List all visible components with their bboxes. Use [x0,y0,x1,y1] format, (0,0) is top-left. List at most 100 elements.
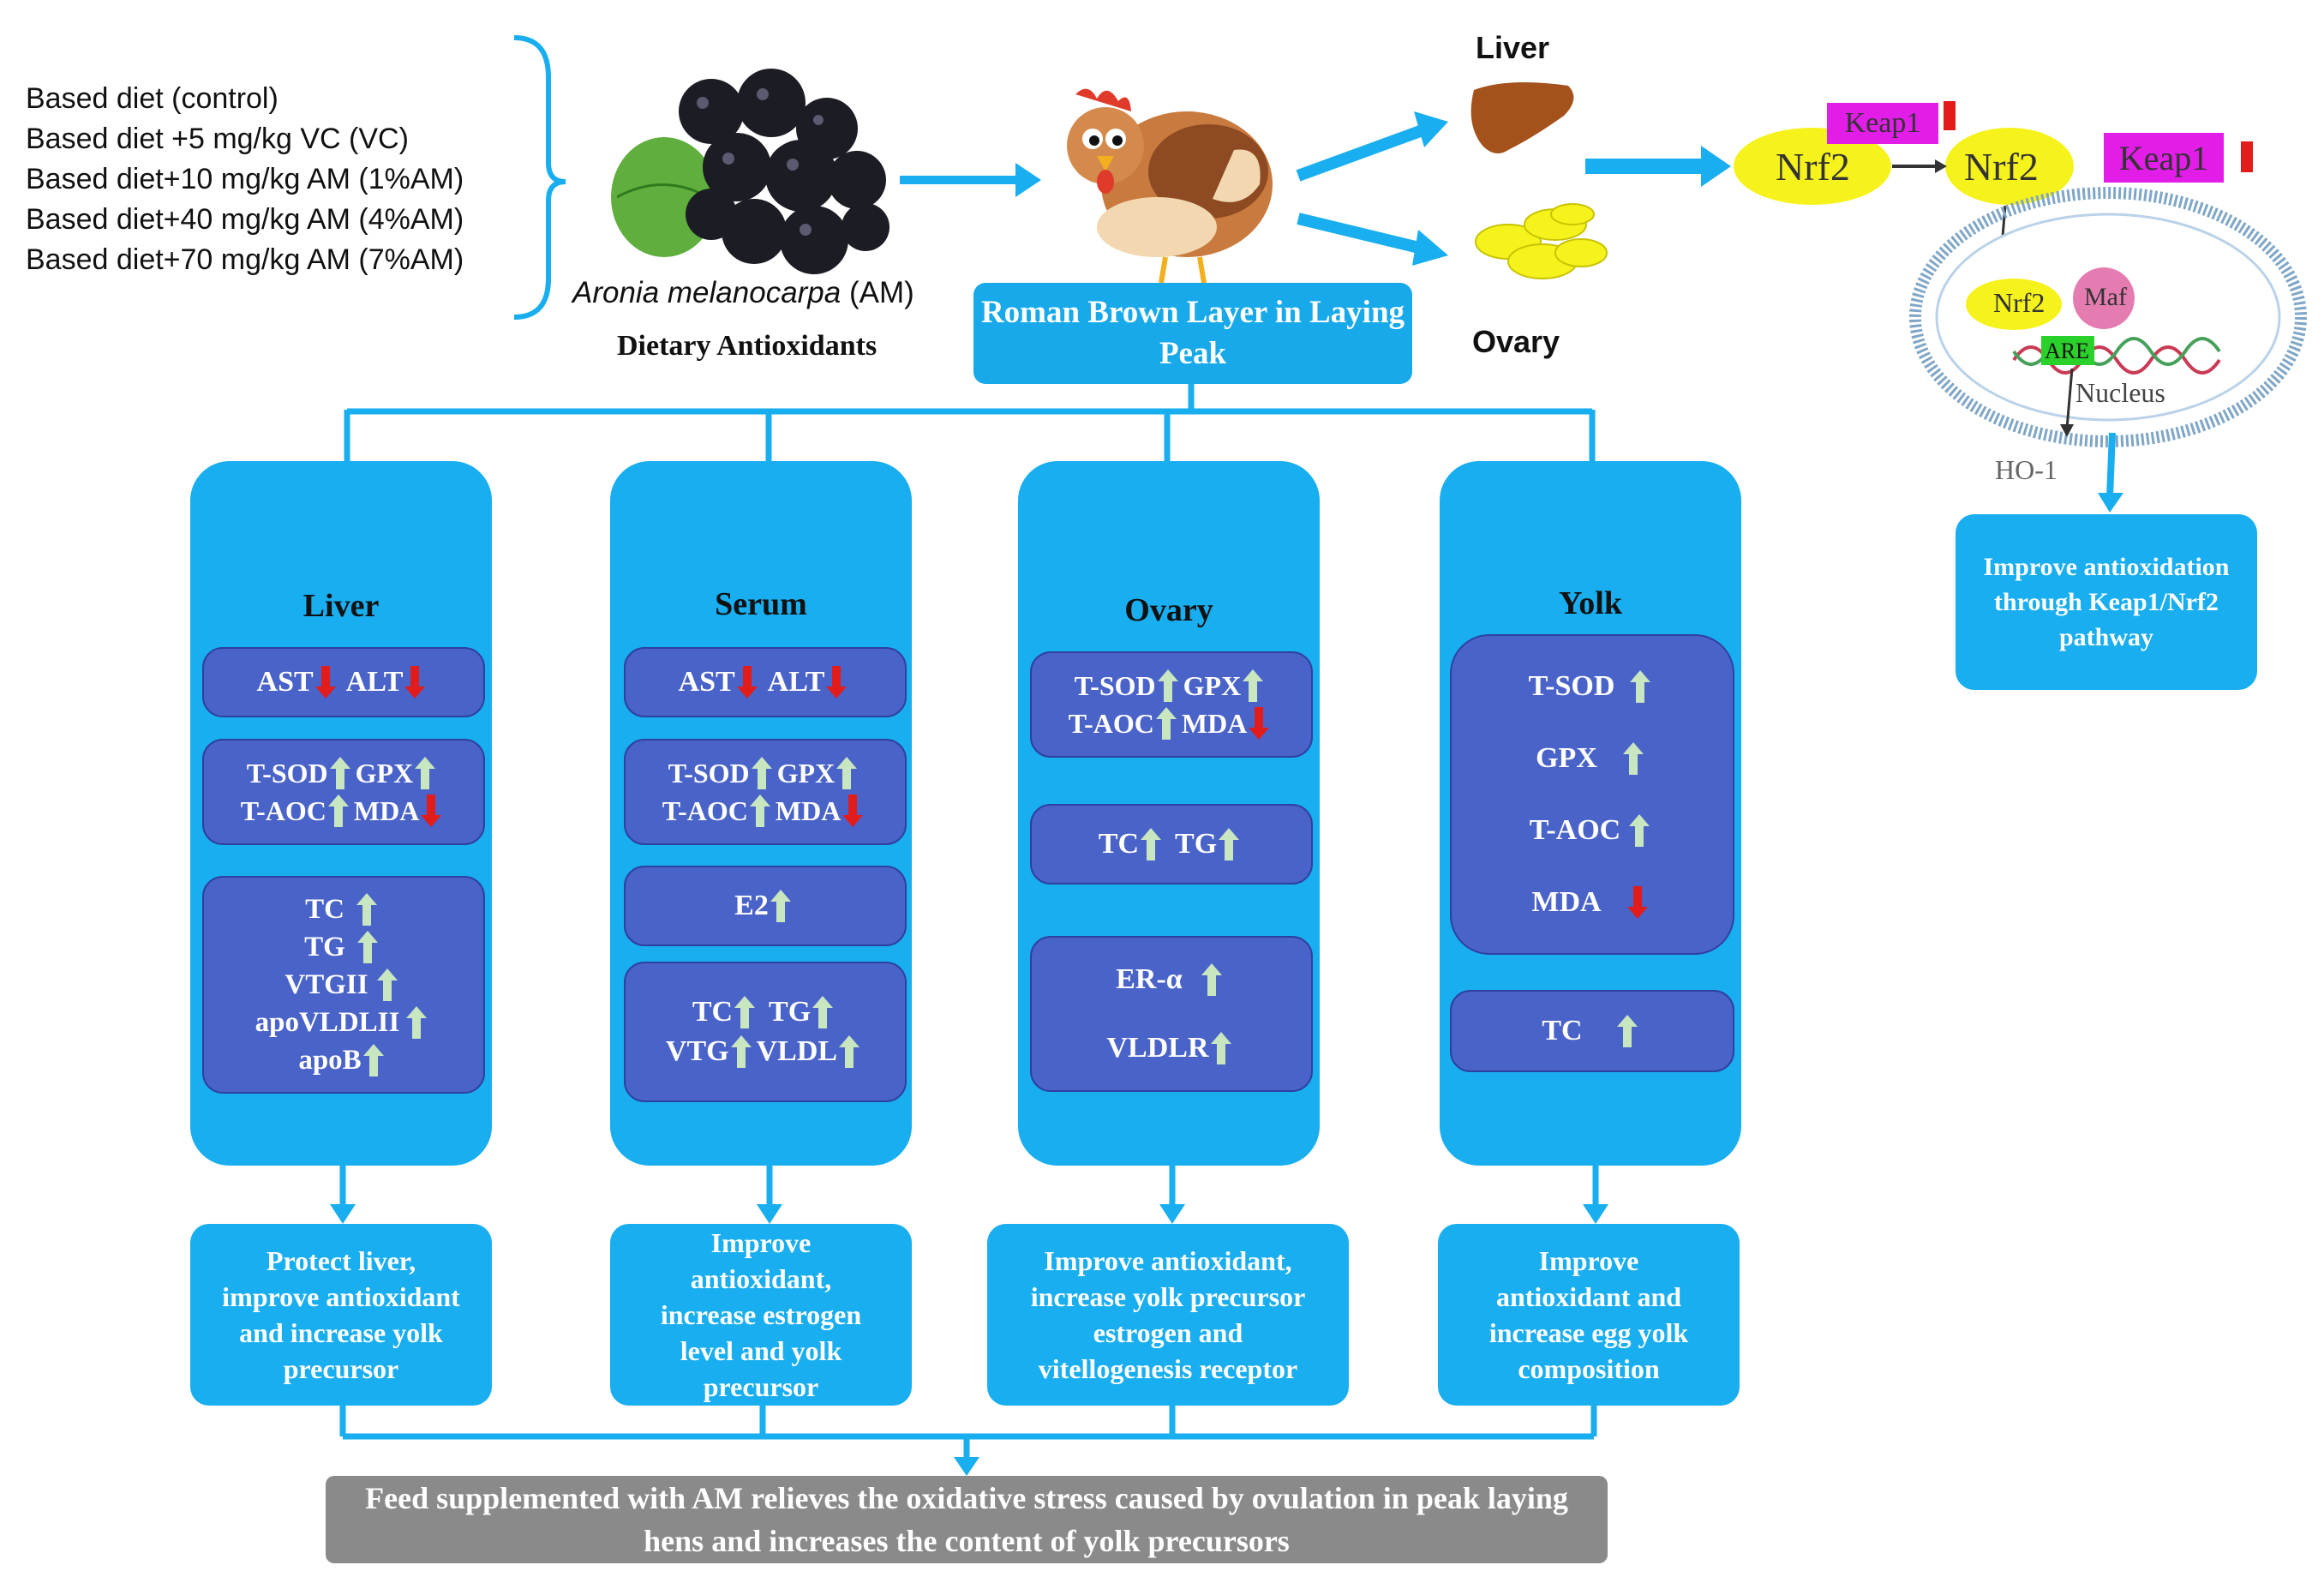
down-arrow-icon [842,794,864,827]
keap1-badge: Keap1 [2104,133,2224,183]
up-arrow-icon [770,890,791,922]
vtgii-label: VTGII [285,969,368,1000]
up-arrow-icon [1243,669,1264,702]
aronia-abbr: (AM) [841,276,914,309]
pathway-outcome-text: Improve antioxidation through Keap1/Nrf2… [1983,553,2230,651]
alt-label: ALT [767,666,825,698]
up-arrow-icon [1141,828,1162,860]
apovldlii-label: apoVLDLII [255,1007,400,1038]
up-arrow-icon [415,757,436,789]
nuclear-nrf2-label: Nrf2 [1993,287,2045,318]
up-arrow-icon [1157,669,1178,702]
yolk-panel-title: Yolk [1559,585,1622,621]
tsod-label: T-SOD [1074,670,1156,701]
ovary-lipid-box: TC TG [1030,804,1313,884]
ovary-panel-title: Ovary [1124,592,1213,628]
yolk-outcome-text: Improve antioxidant and increase egg yol… [1488,1245,1689,1384]
are-label: ARE [2045,339,2089,363]
taoc-label: T-AOC [240,795,326,826]
up-arrow-icon [1622,742,1644,775]
up-arrow-icon [751,757,772,789]
tg-label: TG [769,996,812,1028]
liver-outcome: Protect liver, improve antioxidant and i… [190,1224,492,1406]
taoc-label: T-AOC [1068,708,1154,739]
ast-label: AST [678,666,735,698]
liver-panel-title: Liver [302,588,380,624]
nrf2-label: Nrf2 [1964,145,2039,189]
diet-item: Based diet +5 mg/kg VC (VC) [26,123,409,155]
alt-label: ALT [345,666,404,698]
tsod-label: T-SOD [246,758,328,789]
up-arrow-icon [406,1006,428,1039]
keap1-down-arrow-icon [1944,101,1956,130]
arrow-hen-liver [1296,124,1425,182]
tg-label: TG [1175,828,1218,860]
arrow-hen-ovary [1297,213,1424,255]
diet-item: Based diet+10 mg/kg AM (1%AM) [26,163,464,195]
diet-item: Based diet+40 mg/kg AM (4%AM) [26,203,464,236]
vldlr-label: VLDLR [1106,1032,1209,1064]
tc-label: TC [1098,828,1140,860]
e2-label: E2 [734,890,769,921]
liver-outcome-text: Protect liver, improve antioxidant and i… [222,1245,460,1384]
up-arrow-icon [356,893,377,926]
ovary-receptor-box: ER-α VLDLR [1030,936,1313,1092]
serum-estrogen-box: E2 [624,866,907,946]
yolk-outcome: Improve antioxidant and increase egg yol… [1438,1224,1740,1406]
tc-label: TC [305,894,344,925]
up-arrow-icon [362,1044,384,1076]
liver-antioxidant-box: T-SOD GPX T-AOC MDA [202,739,485,845]
ho1-label: HO-1 [1995,454,2057,485]
hen-image [1067,88,1273,284]
ovary-image [1475,203,1608,279]
hen-title: Roman Brown Layer in Laying Peak [973,283,1412,384]
dietary-antioxidants-label: Dietary Antioxidants [617,330,877,362]
serum-outcome-text: Improve antioxidant, increase estrogen l… [660,1227,862,1402]
down-arrow-icon [404,666,426,699]
liver-image [1470,82,1574,153]
conclusion-box: Feed supplemented with AM relieves the o… [326,1476,1608,1563]
serum-lipid-box: TC TG VTG VLDL [624,962,907,1102]
nrf2-pathway-graphic [1734,128,2307,513]
tsod-label: T-SOD [1528,670,1615,702]
apob-label: apoB [298,1045,362,1076]
liver-enzyme-box: AST ALT [202,647,485,717]
mda-label: MDA [1181,708,1248,739]
up-arrow-icon [1616,1015,1638,1047]
mda-label: MDA [775,795,842,826]
taoc-label: T-AOC [1529,814,1621,846]
diet-item: Based diet (control) [26,82,279,115]
tc-label: TC [1542,1015,1583,1046]
up-arrow-icon [1155,707,1177,740]
ast-label: AST [256,666,314,698]
yolk-antioxidant-box: T-SOD GPX T-AOC MDA [1450,634,1734,955]
up-arrow-icon [327,794,349,827]
up-arrow-icon [1629,814,1650,847]
up-arrow-icon [1210,1032,1231,1064]
diet-item: Based diet+70 mg/kg AM (7%AM) [26,243,464,276]
down-arrow-icon [736,666,758,699]
liver-lipid-box: TC TG VTGII apoVLDLII apoB [202,876,485,1094]
down-arrow-icon [421,794,442,827]
up-arrow-icon [376,968,398,1001]
aronia-berries-image [611,69,889,274]
aronia-caption: Aronia melanocarpa (AM) [572,276,914,310]
down-arrow-icon [1626,886,1648,919]
pathway-outcome: Improve antioxidation through Keap1/Nrf2… [1956,514,2257,690]
mda-label: MDA [353,795,420,826]
up-arrow-icon [839,1035,860,1068]
tg-label: TG [304,932,345,962]
nrf2-label: Nrf2 [1776,145,1850,189]
ovary-outcome: Improve antioxidant, increase yolk precu… [987,1224,1349,1406]
up-arrow-icon [1201,963,1222,996]
taoc-label: T-AOC [662,795,748,826]
diet-list: Based diet (control) Based diet +5 mg/kg… [26,79,464,280]
keap1-label: Keap1 [2118,138,2209,177]
serum-panel-title: Serum [715,586,807,622]
gpx-label: GPX [355,758,414,789]
nucleus-label: Nucleus [2075,377,2165,408]
down-arrow-icon [1249,707,1270,740]
up-arrow-icon [734,996,756,1028]
ovary-label: Ovary [1472,324,1560,359]
